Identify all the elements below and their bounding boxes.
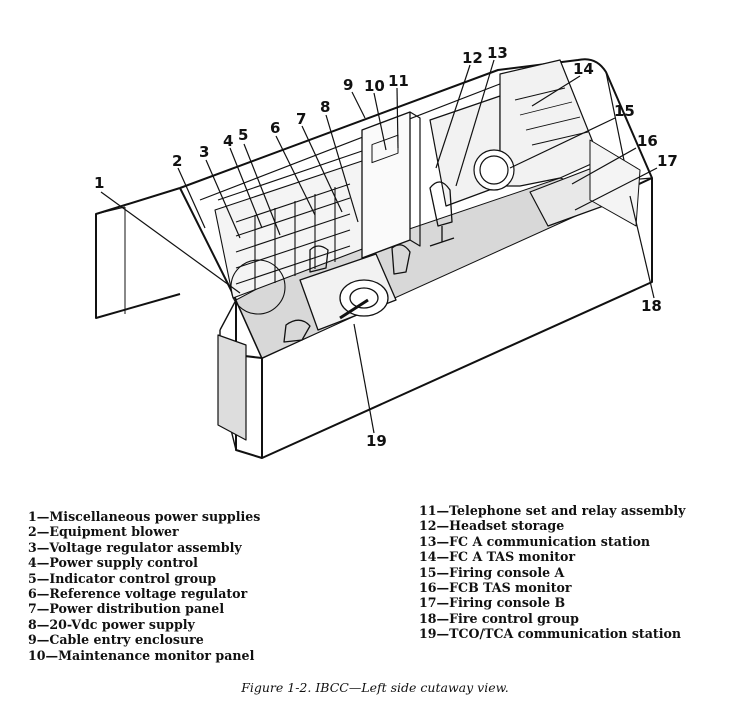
- end-door: [217, 334, 247, 441]
- cutaway-illustration: 1 2 3 4 5 6 7 8 9 10 11 12 13 14 15 16 1…: [94, 44, 678, 459]
- firing-consoles: [429, 59, 621, 227]
- tco-station: [283, 244, 411, 343]
- callout-labels: 1 2 3 4 5 6 7 8 9 10 11 12 13 14 15 16 1…: [94, 44, 678, 450]
- callout-8: 8: [320, 98, 330, 116]
- callout-12: 12: [462, 49, 483, 67]
- legend-item: 9—Cable entry enclosure: [28, 632, 204, 648]
- legend-item: 3—Voltage regulator assembly: [28, 539, 242, 555]
- callout-2: 2: [172, 152, 182, 170]
- callout-19: 19: [366, 432, 387, 450]
- callout-3: 3: [199, 143, 209, 161]
- legend-left: 1—Miscellaneous power supplies 2—Equipme…: [28, 509, 260, 663]
- legend-item: 18—Fire control group: [419, 610, 579, 626]
- leader-lines: [100, 59, 658, 434]
- legend-item: 16—FCB TAS monitor: [419, 580, 572, 596]
- legend-item: 14—FC A TAS monitor: [419, 549, 576, 565]
- legend-item: 2—Equipment blower: [28, 524, 179, 540]
- callout-10: 10: [364, 77, 385, 95]
- callout-1: 1: [94, 174, 104, 192]
- legend-item: 7—Power distribution panel: [28, 601, 225, 617]
- equipment-racks: [214, 149, 366, 315]
- legend-item: 6—Reference voltage regulator: [28, 586, 248, 602]
- callout-17: 17: [657, 152, 678, 170]
- callout-7: 7: [296, 110, 306, 128]
- legend-item: 15—Firing console A: [419, 564, 565, 580]
- callout-11: 11: [388, 72, 409, 90]
- callout-14: 14: [573, 60, 594, 78]
- callout-4: 4: [223, 132, 233, 150]
- shelter-outline: [179, 58, 653, 459]
- callout-5: 5: [238, 126, 248, 144]
- cutaway-drawing: 1 2 3 4 5 6 7 8 9 10 11 12 13 14 15 16 1…: [94, 44, 678, 459]
- legend-item: 19—TCO/TCA communication station: [419, 626, 682, 642]
- callout-9: 9: [343, 76, 353, 94]
- legend-item: 4—Power supply control: [28, 555, 198, 571]
- figure-caption: Figure 1-2. IBCC—Left side cutaway view.: [241, 680, 509, 695]
- external-box: [95, 187, 181, 319]
- operator-chair: [429, 181, 455, 247]
- legend-item: 17—Firing console B: [419, 595, 566, 611]
- legend-item: 10—Maintenance monitor panel: [28, 647, 255, 663]
- legend-item: 12—Headset storage: [419, 518, 565, 534]
- tall-cabinet: [361, 111, 411, 259]
- callout-15: 15: [614, 102, 635, 120]
- callout-6: 6: [270, 119, 280, 137]
- legend-item: 5—Indicator control group: [28, 570, 217, 586]
- legend-item: 1—Miscellaneous power supplies: [28, 509, 261, 524]
- callout-16: 16: [637, 132, 658, 150]
- callout-13: 13: [487, 44, 508, 62]
- legend-item: 13—FC A communication station: [419, 533, 651, 549]
- legend-item: 8—20-Vdc power supply: [28, 616, 195, 632]
- legend-right: 11—Telephone set and relay assembly 12—H…: [419, 503, 685, 642]
- callout-18: 18: [641, 297, 662, 315]
- legend-item: 11—Telephone set and relay assembly: [419, 503, 686, 518]
